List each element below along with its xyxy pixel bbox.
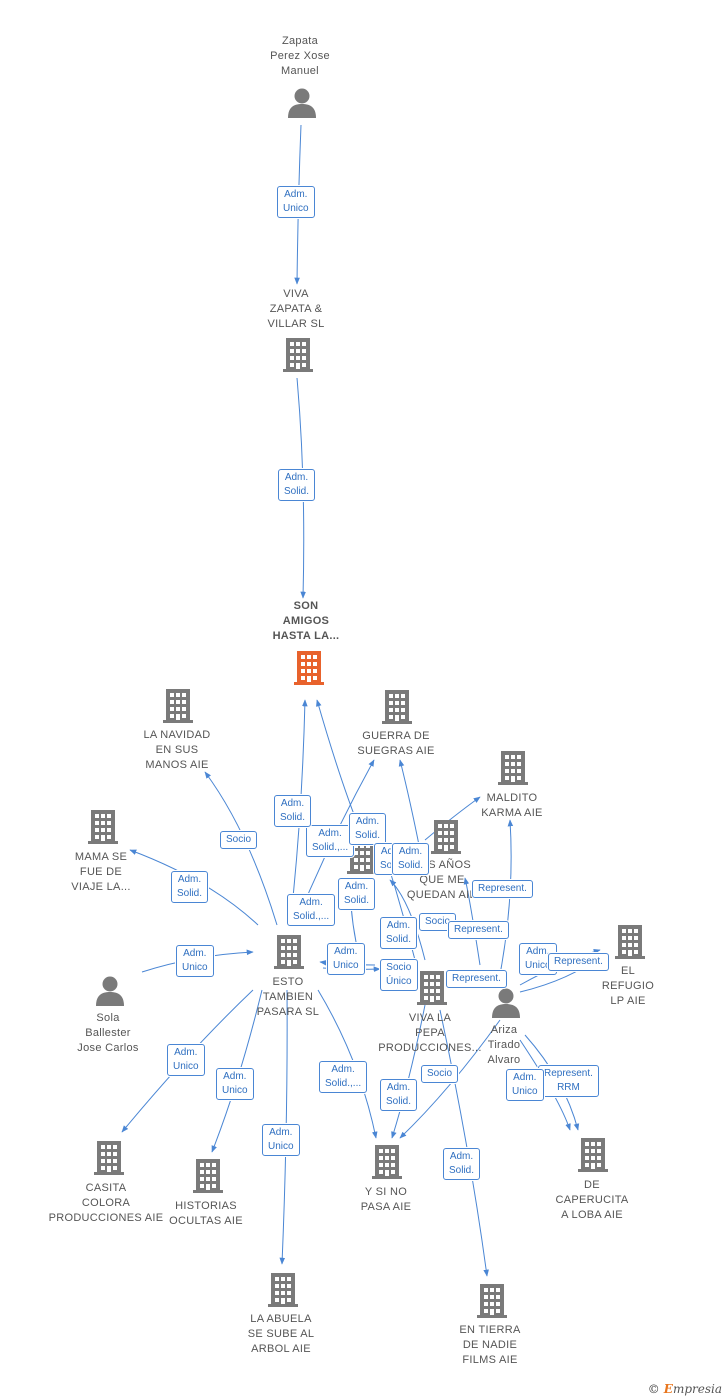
node-label-la-navidad[interactable]: LA NAVIDAD EN SUS MANOS AIE (143, 729, 211, 771)
node-label-mama[interactable]: MAMA SE FUE DE VIAJE LA... (71, 851, 131, 893)
edge-line (398, 759, 421, 851)
node-label-y-si-no[interactable]: Y SI NO PASA AIE (360, 1186, 412, 1213)
building-icon (431, 820, 461, 854)
edge-label[interactable]: Adm. Solid. (274, 795, 312, 827)
edge-line (463, 877, 481, 966)
person-icon (96, 976, 124, 1006)
edge-line (424, 796, 481, 841)
node-label-viva-zapata[interactable]: VIVA ZAPATA & VILLAR SL (267, 288, 325, 330)
edge-label[interactable]: Adm. Solid.,... (306, 825, 355, 857)
building-icon (615, 925, 645, 959)
node-label-zapata[interactable]: Zapata Perez Xose Manuel (270, 35, 330, 77)
copyright-symbol: © (647, 1382, 660, 1396)
edge-label[interactable]: Adm. Solid. (338, 878, 376, 910)
edge-label[interactable]: Adm. Unico (262, 1124, 300, 1156)
building-icon (163, 689, 193, 723)
edge-label[interactable]: Represent. (548, 953, 609, 971)
edge-label[interactable]: Adm. Unico (176, 945, 214, 977)
node-label-en-tierra[interactable]: EN TIERRA DE NADIE FILMS AIE (459, 1324, 521, 1366)
edge-line (316, 699, 361, 831)
node-label-casita[interactable]: CASITA COLORA PRODUCCIONES AIE (48, 1182, 164, 1224)
building-icon (578, 1138, 608, 1172)
edge-line (391, 1004, 426, 1139)
building-icon (94, 1141, 124, 1175)
footer-brand[interactable]: ©Empresia (648, 1382, 722, 1396)
building-icon-focus (294, 651, 324, 685)
node-label-guerra[interactable]: GUERRA DE SUEGRAS AIE (357, 730, 435, 757)
edge-label[interactable]: Adm. Solid. (380, 1079, 418, 1111)
edge-label[interactable]: Socio (421, 1065, 459, 1083)
node-label-caperucita[interactable]: DE CAPERUCITA A LOBA AIE (555, 1179, 629, 1221)
edge-label[interactable]: Adm. Solid. (443, 1148, 481, 1180)
node-label-sola[interactable]: Sola Ballester Jose Carlos (77, 1012, 139, 1054)
node-label-viva-pepa[interactable]: VIVA LA PEPA PRODUCCIONES... (378, 1012, 482, 1054)
building-icon (417, 971, 447, 1005)
building-icon (88, 810, 118, 844)
edge-label[interactable]: Adm. Unico (216, 1068, 254, 1100)
edge-label[interactable]: Adm. Solid.,... (287, 894, 336, 926)
building-icon (498, 751, 528, 785)
node-label-maldito[interactable]: MALDITO KARMA AIE (481, 792, 543, 819)
edge-label[interactable]: Adm. Solid. (380, 917, 418, 949)
node-label-el-refugio[interactable]: EL REFUGIO LP AIE (601, 965, 655, 1007)
edge-label[interactable]: Adm. Unico (506, 1069, 544, 1101)
brand-name: mpresia (672, 1382, 722, 1396)
edge-line (279, 989, 288, 1265)
edge-label[interactable]: Represent. (446, 970, 507, 988)
building-icon (274, 935, 304, 969)
edge-label[interactable]: Adm. Unico (277, 186, 315, 218)
node-label-ariza[interactable]: Ariza Tirado Alvaro (487, 1024, 521, 1066)
edge-label[interactable]: Adm. Solid. (171, 871, 209, 903)
edge-line (497, 819, 514, 986)
edge-label[interactable]: Adm. Solid. (392, 843, 430, 875)
edge-label[interactable]: Represent. (472, 880, 533, 898)
building-icon (268, 1273, 298, 1307)
edge-label[interactable]: Adm. Solid. (278, 469, 316, 501)
edge-label[interactable]: Socio Único (380, 959, 418, 991)
edge-label[interactable]: Adm. Solid. (349, 813, 387, 845)
node-label-historias[interactable]: HISTORIAS OCULTAS AIE (169, 1200, 243, 1227)
person-icon (492, 988, 520, 1018)
building-icon (193, 1159, 223, 1193)
building-icon (477, 1284, 507, 1318)
edge-label[interactable]: Socio (220, 831, 258, 849)
building-icon (283, 338, 313, 372)
edge-line (399, 1019, 501, 1139)
node-label-son-amigos[interactable]: SON AMIGOS HASTA LA... (272, 600, 340, 642)
building-icon (382, 690, 412, 724)
edge-label[interactable]: Adm. Unico (327, 943, 365, 975)
person-icon (288, 88, 316, 118)
building-icon (372, 1145, 402, 1179)
edge-label[interactable]: Represent. RRM (538, 1065, 599, 1097)
edge-label[interactable]: Represent. (448, 921, 509, 939)
node-label-esto[interactable]: ESTO TAMBIEN PASARA SL (256, 976, 320, 1018)
edge-label[interactable]: Adm. Unico (167, 1044, 205, 1076)
brand-initial: E (663, 1382, 673, 1396)
node-label-los-anos[interactable]: LOS AÑOS QUE ME QUEDAN AIE (406, 859, 478, 901)
edge-label[interactable]: Adm. Solid.,... (319, 1061, 368, 1093)
edge-line (439, 1009, 489, 1277)
node-label-la-abuela[interactable]: LA ABUELA SE SUBE AL ARBOL AIE (247, 1313, 315, 1355)
